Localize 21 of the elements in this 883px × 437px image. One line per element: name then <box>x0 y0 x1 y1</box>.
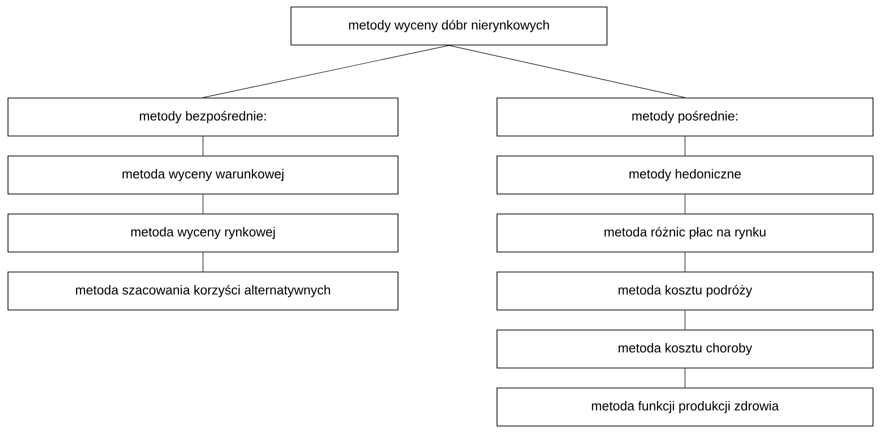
connector-line <box>684 194 686 214</box>
method-box: metoda funkcji produkcji zdrowia <box>496 388 874 426</box>
method-box: metoda szacowania korzyści alternatywnych <box>8 272 398 310</box>
method-box: metody wyceny dóbr nierynkowych <box>290 6 608 46</box>
method-box: metoda kosztu podróży <box>496 272 874 310</box>
connector-line <box>202 136 204 156</box>
method-box: metody bezpośrednie: <box>8 98 398 136</box>
connector-line <box>448 45 686 98</box>
connector-line <box>684 252 686 272</box>
method-box: metoda różnic płac na rynku <box>496 214 874 252</box>
method-box: metoda wyceny rynkowej <box>8 214 398 252</box>
method-box: metoda wyceny warunkowej <box>8 156 398 194</box>
connector-line <box>202 252 204 272</box>
method-box: metoda kosztu choroby <box>496 330 874 368</box>
connector-line <box>684 310 686 330</box>
connector-line <box>202 45 450 98</box>
connector-line <box>202 194 204 214</box>
method-box: metody pośrednie: <box>496 98 874 136</box>
connector-line <box>684 136 686 156</box>
connector-line <box>684 368 686 388</box>
method-box: metody hedoniczne <box>496 156 874 194</box>
